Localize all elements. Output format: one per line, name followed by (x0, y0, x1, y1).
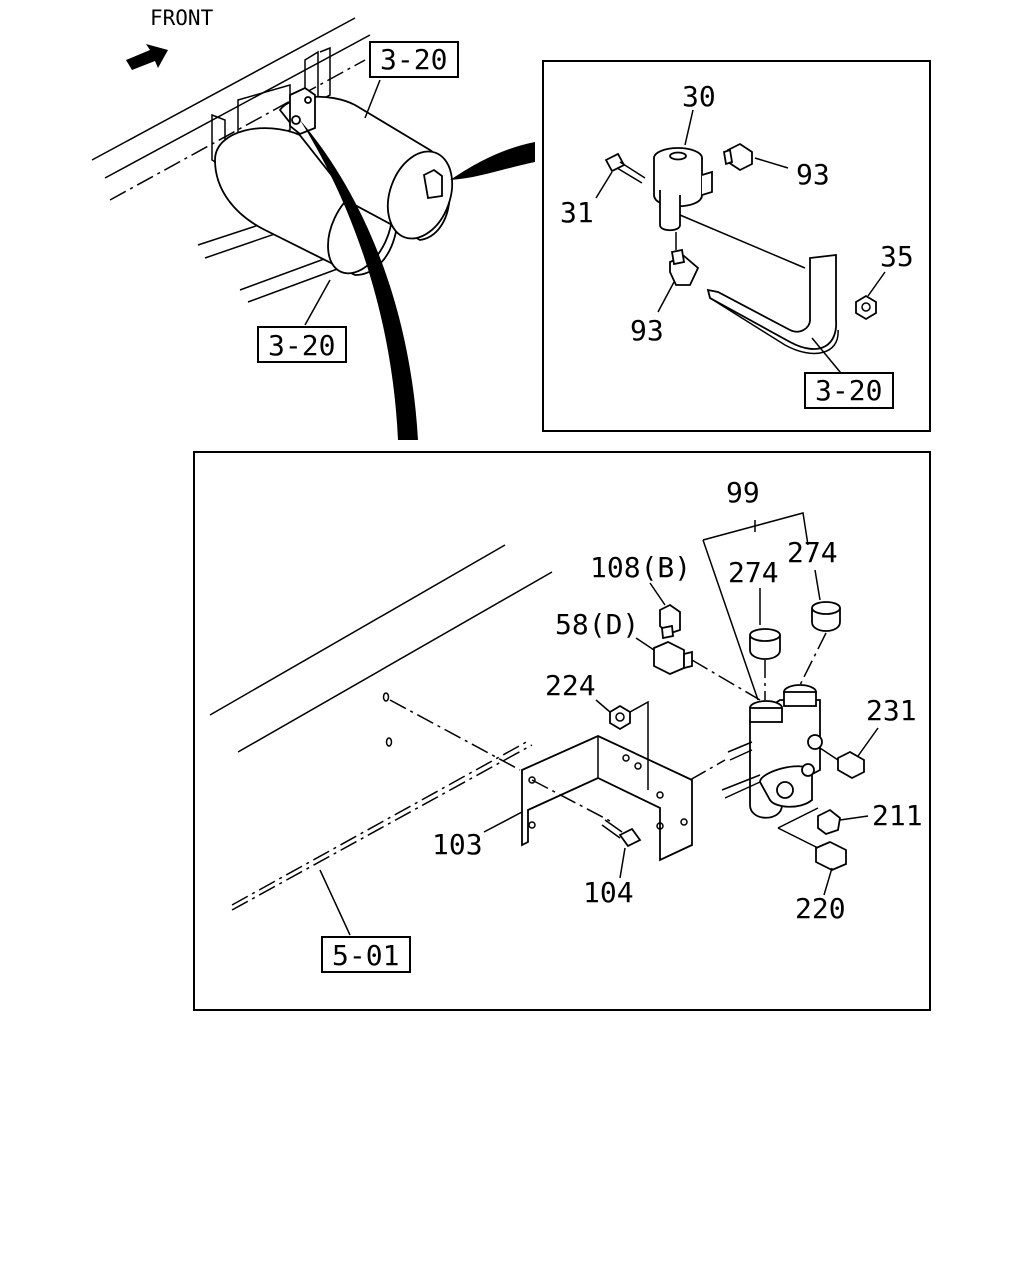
part-label-30: 30 (682, 80, 716, 113)
inset-top-illustration (595, 109, 886, 379)
callout-to-inset-top (450, 142, 535, 180)
part-label-103: 103 (432, 828, 483, 861)
part-label-93-top: 93 (796, 158, 830, 191)
inset-bottom-frame (193, 451, 931, 1011)
callout-to-inset-bottom (300, 120, 418, 440)
part-label-274-left: 274 (728, 556, 779, 589)
part-label-104: 104 (583, 876, 634, 909)
part-label-231: 231 (866, 694, 917, 727)
part-label-93-bottom: 93 (630, 314, 664, 347)
part-label-220: 220 (795, 892, 846, 925)
ref-bottom-label: 3-20 (268, 329, 335, 362)
ref-top-label: 3-20 (380, 43, 447, 76)
inset-bottom-illustration (209, 512, 879, 936)
part-label-224: 224 (545, 669, 596, 702)
front-arrow-icon (126, 44, 168, 70)
part-label-99: 99 (726, 476, 760, 509)
part-label-108b: 108(B) (590, 551, 691, 584)
inset-top-ref-label: 3-20 (815, 374, 882, 407)
inset-top-ref-box (804, 372, 894, 409)
part-label-31: 31 (560, 196, 594, 229)
inset-top-frame (542, 60, 931, 432)
part-label-274-right: 274 (787, 536, 838, 569)
part-label-58d: 58(D) (555, 608, 639, 641)
front-label: FRONT (150, 6, 214, 30)
part-label-35: 35 (880, 240, 914, 273)
ref-box-bottom (257, 326, 347, 363)
inset-bottom-ref-box (321, 936, 411, 973)
inset-bottom-ref-label: 5-01 (332, 939, 399, 972)
part-label-211: 211 (872, 799, 923, 832)
ref-box-top (369, 41, 459, 78)
